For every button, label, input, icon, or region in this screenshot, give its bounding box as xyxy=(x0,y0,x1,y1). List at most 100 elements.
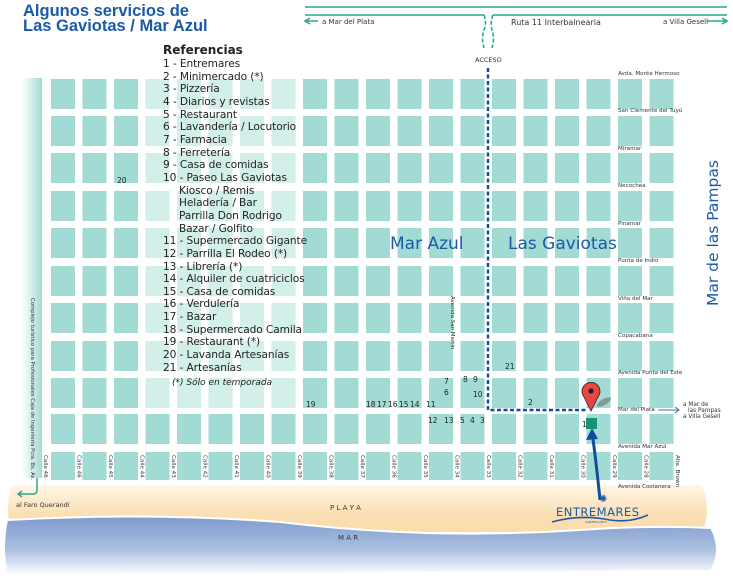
service-marker-12[interactable]: 12 xyxy=(428,416,438,425)
city-block xyxy=(460,153,485,183)
service-marker-21[interactable]: 21 xyxy=(505,362,515,371)
city-block xyxy=(523,191,548,221)
service-marker-7[interactable]: 7 xyxy=(444,377,449,386)
city-block xyxy=(51,228,75,258)
city-block xyxy=(82,341,107,371)
city-block xyxy=(240,191,264,221)
service-marker-17[interactable]: 17 xyxy=(377,400,387,409)
service-marker-1[interactable]: 1 xyxy=(582,420,587,429)
service-marker-19[interactable]: 19 xyxy=(306,400,316,409)
service-marker-4[interactable]: 4 xyxy=(470,416,475,425)
service-marker-11[interactable]: 11 xyxy=(426,400,436,409)
city-block xyxy=(271,191,296,221)
service-marker-3[interactable]: 3 xyxy=(480,416,485,425)
location-pin-icon[interactable] xyxy=(581,382,601,412)
city-block xyxy=(366,79,390,109)
city-block xyxy=(555,79,579,109)
service-marker-13[interactable]: 13 xyxy=(444,416,454,425)
access-route xyxy=(486,68,588,412)
legend-item: 8 - Ferretería xyxy=(163,146,231,159)
city-block xyxy=(492,116,516,146)
city-block xyxy=(334,116,359,146)
exit-right-line2: las Pampas xyxy=(688,408,721,414)
cross-street-label: Necochea xyxy=(618,183,646,189)
city-block xyxy=(334,266,359,296)
city-block xyxy=(145,228,170,258)
city-block xyxy=(240,266,264,296)
legend-item: Heladería / Bar xyxy=(179,197,257,210)
city-block xyxy=(82,191,107,221)
city-block xyxy=(114,153,138,183)
city-block xyxy=(208,452,233,480)
city-block xyxy=(366,191,390,221)
city-block xyxy=(555,153,579,183)
city-block xyxy=(303,378,327,408)
city-block xyxy=(618,191,642,221)
city-block xyxy=(145,153,170,183)
city-block xyxy=(51,378,75,408)
road-name: Ruta 11 Interbalnearia xyxy=(511,18,601,27)
city-block xyxy=(334,414,359,444)
exit-right-line3: a Villa Gesell xyxy=(683,414,721,420)
title-line-2: Las Gaviotas / Mar Azul xyxy=(23,17,208,35)
playa-label: P L A Y A xyxy=(330,504,361,512)
legend-item: Parrilla Don Rodrigo xyxy=(179,209,282,222)
service-marker-2[interactable]: 2 xyxy=(528,398,533,407)
calle-label: Calle 33 xyxy=(485,455,491,478)
city-block xyxy=(114,378,138,408)
city-block xyxy=(303,303,327,333)
city-block xyxy=(82,303,107,333)
service-marker-14[interactable]: 14 xyxy=(410,400,420,409)
city-block xyxy=(240,414,264,444)
calle-label: Calle 44 xyxy=(139,455,145,478)
service-marker-10[interactable]: 10 xyxy=(473,390,483,399)
city-block xyxy=(240,378,264,408)
city-blocks xyxy=(51,79,674,480)
city-block xyxy=(618,341,642,371)
legend-item: 16 - Verdulería xyxy=(163,298,240,311)
service-marker-18[interactable]: 18 xyxy=(366,400,376,409)
city-block xyxy=(397,228,422,258)
legend-item: 14 - Alquiler de cuatriciclos xyxy=(163,273,305,286)
city-block xyxy=(303,116,327,146)
service-marker-8[interactable]: 8 xyxy=(463,375,468,384)
city-block xyxy=(177,452,201,480)
city-block xyxy=(114,266,138,296)
city-block xyxy=(586,191,611,221)
city-block xyxy=(271,116,296,146)
city-block xyxy=(177,153,201,183)
city-block xyxy=(397,153,422,183)
city-block xyxy=(51,414,75,444)
city-block xyxy=(145,341,170,371)
calle-label: Calle 31 xyxy=(548,455,554,478)
service-marker-9[interactable]: 9 xyxy=(473,375,478,384)
city-block xyxy=(649,228,674,258)
legend-item: 10 - Paseo Las Gaviotas xyxy=(163,171,287,184)
service-marker-20[interactable]: 20 xyxy=(117,176,127,185)
city-block xyxy=(397,79,422,109)
legend-item: 6 - Lavandería / Locutorio xyxy=(163,121,297,134)
city-block xyxy=(618,378,642,408)
city-block xyxy=(492,452,516,480)
city-block xyxy=(51,153,75,183)
city-block xyxy=(82,79,107,109)
faro-label: al Faro Querandí xyxy=(16,501,70,509)
city-block xyxy=(586,303,611,333)
city-block xyxy=(366,116,390,146)
service-marker-5[interactable]: 5 xyxy=(460,416,465,425)
legend-item: 1 - Entremares xyxy=(163,58,241,70)
cross-street-label: Avenida Costanera xyxy=(618,484,671,490)
service-marker-6[interactable]: 6 xyxy=(444,388,449,397)
city-block xyxy=(208,378,233,408)
city-block xyxy=(618,228,642,258)
service-marker-15[interactable]: 15 xyxy=(399,400,409,409)
city-block xyxy=(271,378,296,408)
city-block xyxy=(492,341,516,371)
city-block xyxy=(649,266,674,296)
exit-right-line1: a Mar de xyxy=(683,402,709,408)
service-marker-16[interactable]: 16 xyxy=(388,400,398,409)
city-block xyxy=(523,414,548,444)
city-block xyxy=(649,378,674,408)
city-block xyxy=(334,191,359,221)
calle-label: Calle 45 xyxy=(107,455,113,478)
